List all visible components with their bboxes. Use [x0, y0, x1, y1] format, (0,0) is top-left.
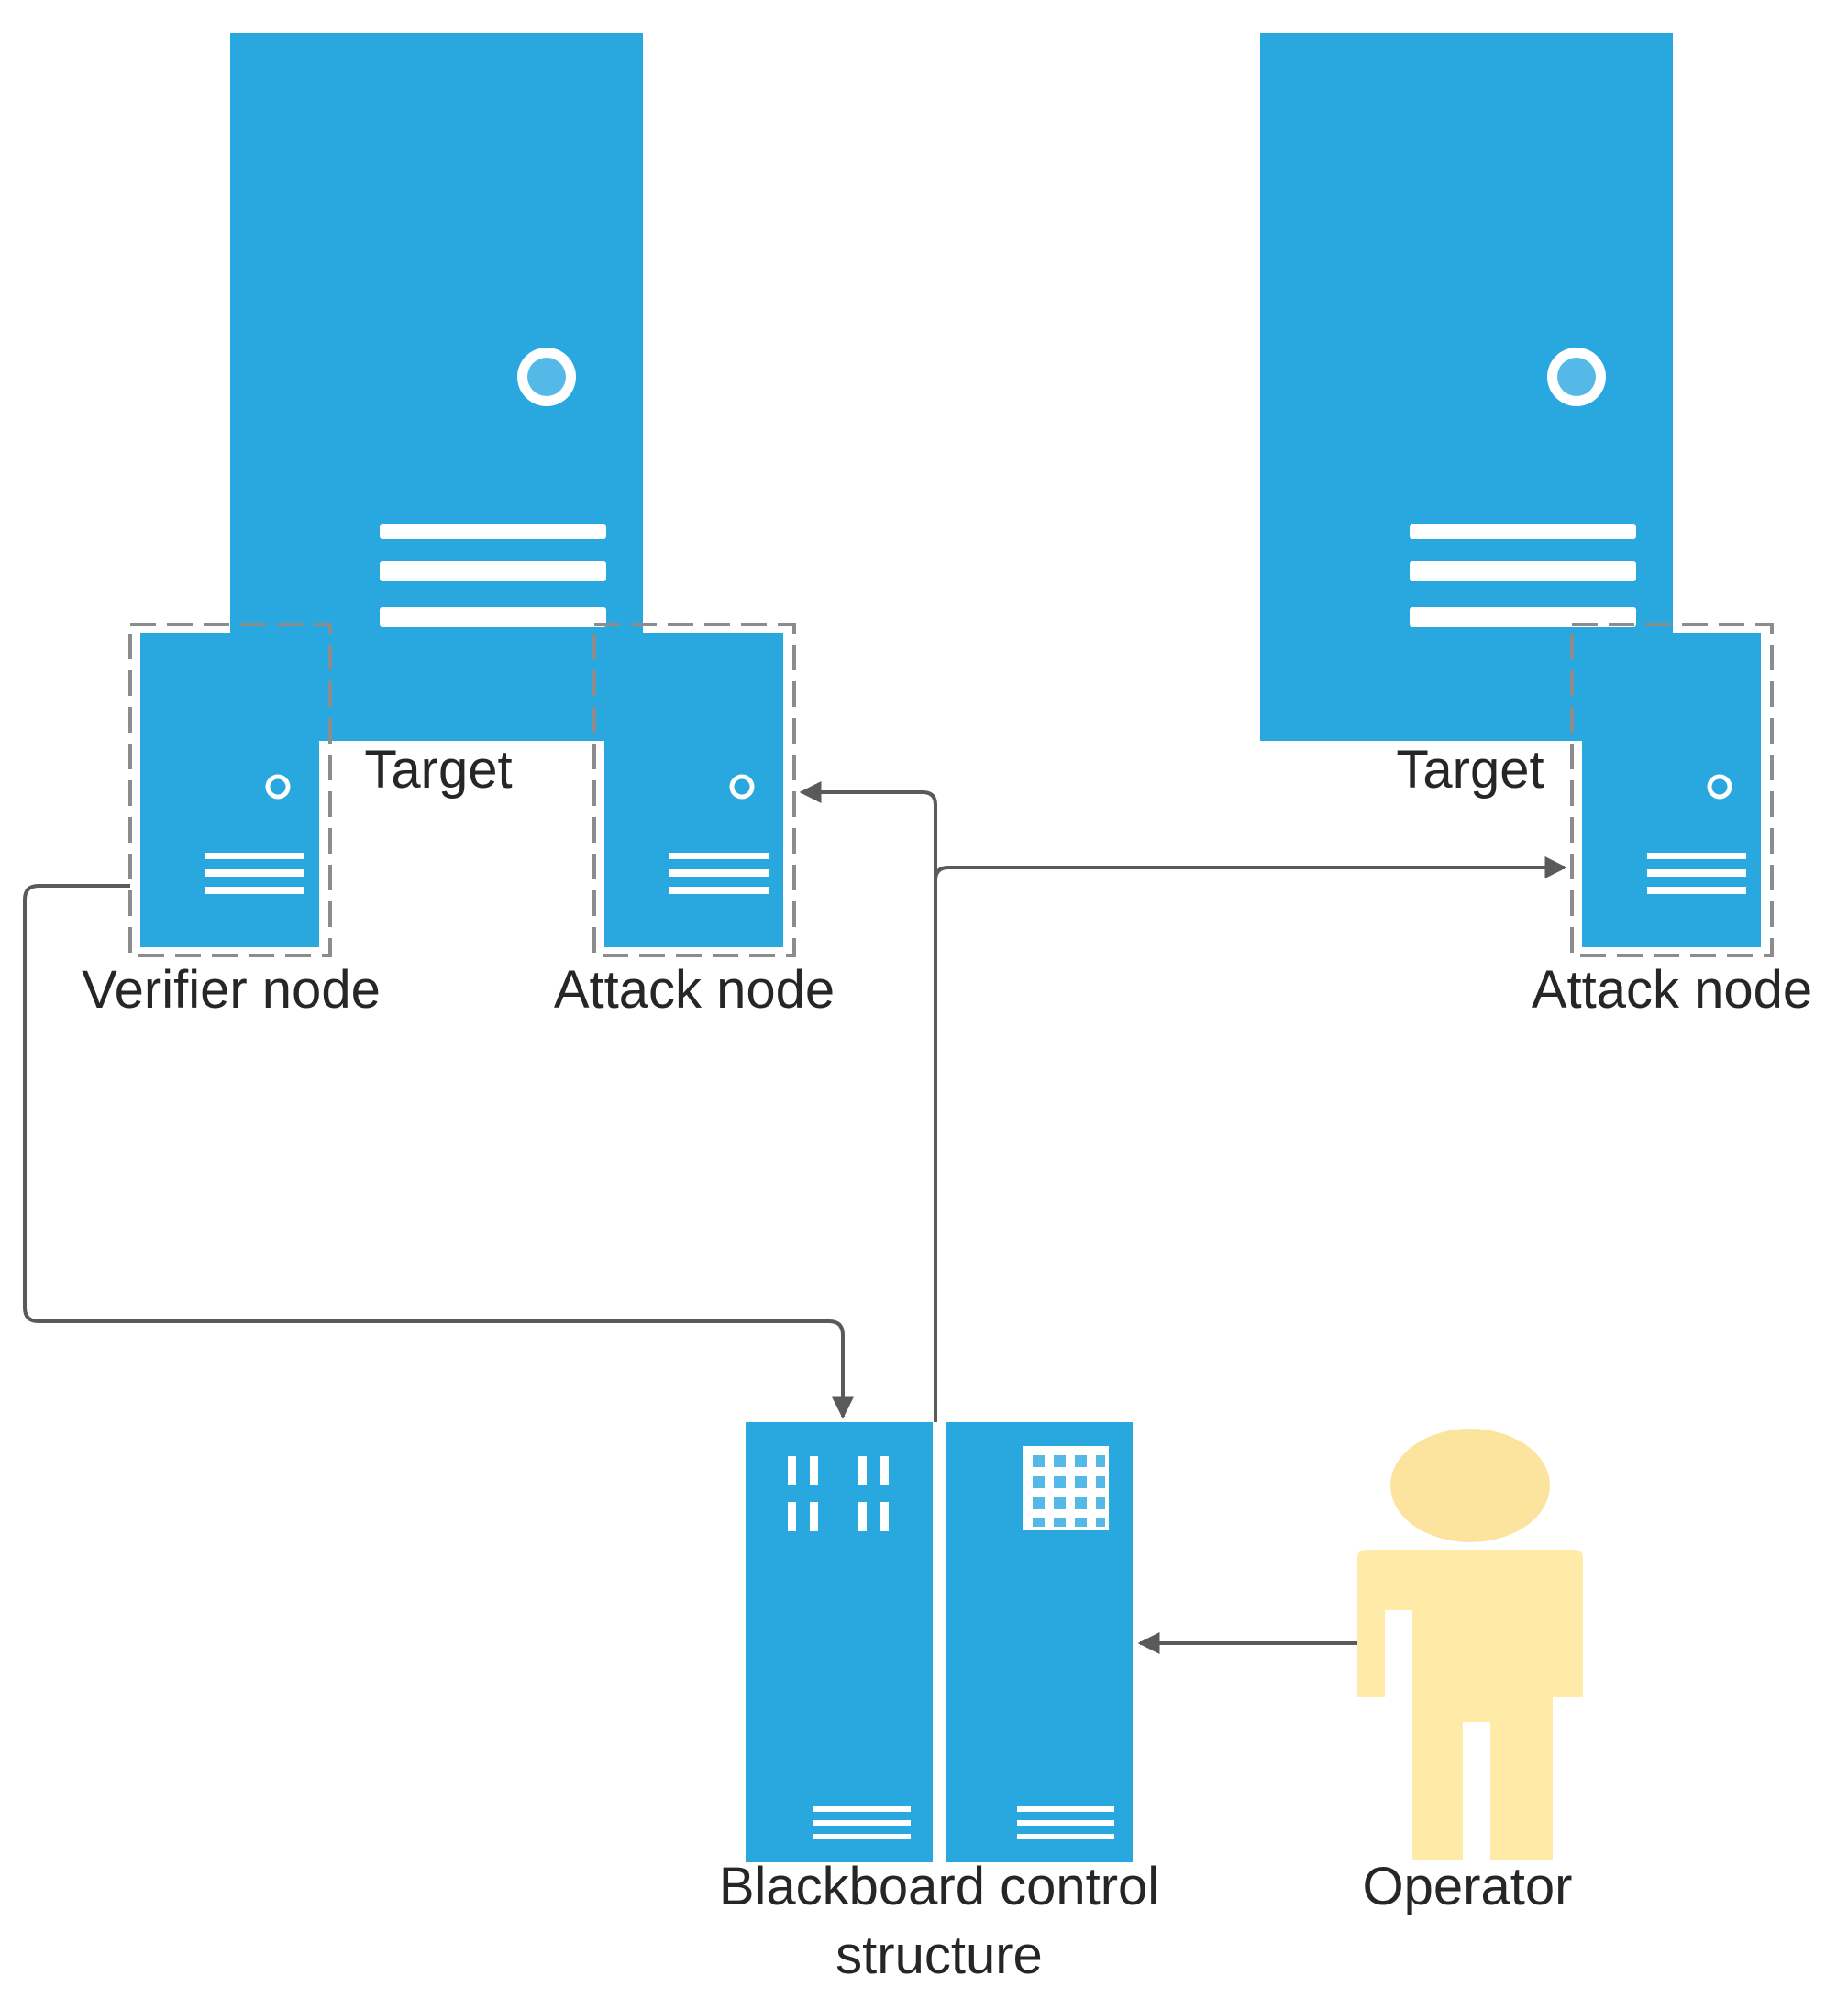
- connectors: [23, 781, 1567, 1654]
- attack-node-right-label: Attack node: [1532, 960, 1812, 1020]
- arrow-blackboard-to-attack-node-right: [934, 856, 1567, 881]
- blackboard-label-line2: structure: [835, 1926, 1043, 1985]
- blackboard-server-rack-icon: [746, 1422, 1133, 1862]
- attack-node-right-dashed-frame: [1570, 623, 1774, 957]
- target-right-server-icon: [1260, 33, 1673, 741]
- target-right-label: Target: [1396, 740, 1544, 800]
- arrow-blackboard-to-attack-node-left: [799, 781, 937, 1422]
- attack-node-left-label: Attack node: [554, 960, 835, 1020]
- operator-person-icon: [1357, 1429, 1583, 1860]
- attack-node-right-icon: [1570, 623, 1774, 957]
- arrow-verifier-to-blackboard: [23, 884, 854, 1419]
- target-left-label: Target: [364, 740, 512, 800]
- verifier-node-label: Verifier node: [82, 960, 381, 1020]
- verifier-node-dashed-frame: [128, 623, 332, 957]
- blackboard-label-line1: Blackboard control: [719, 1857, 1159, 1916]
- attack-node-left-dashed-frame: [592, 623, 796, 957]
- operator-label: Operator: [1363, 1857, 1573, 1916]
- attack-node-left-icon: [592, 623, 796, 957]
- verifier-node-icon: [128, 623, 332, 957]
